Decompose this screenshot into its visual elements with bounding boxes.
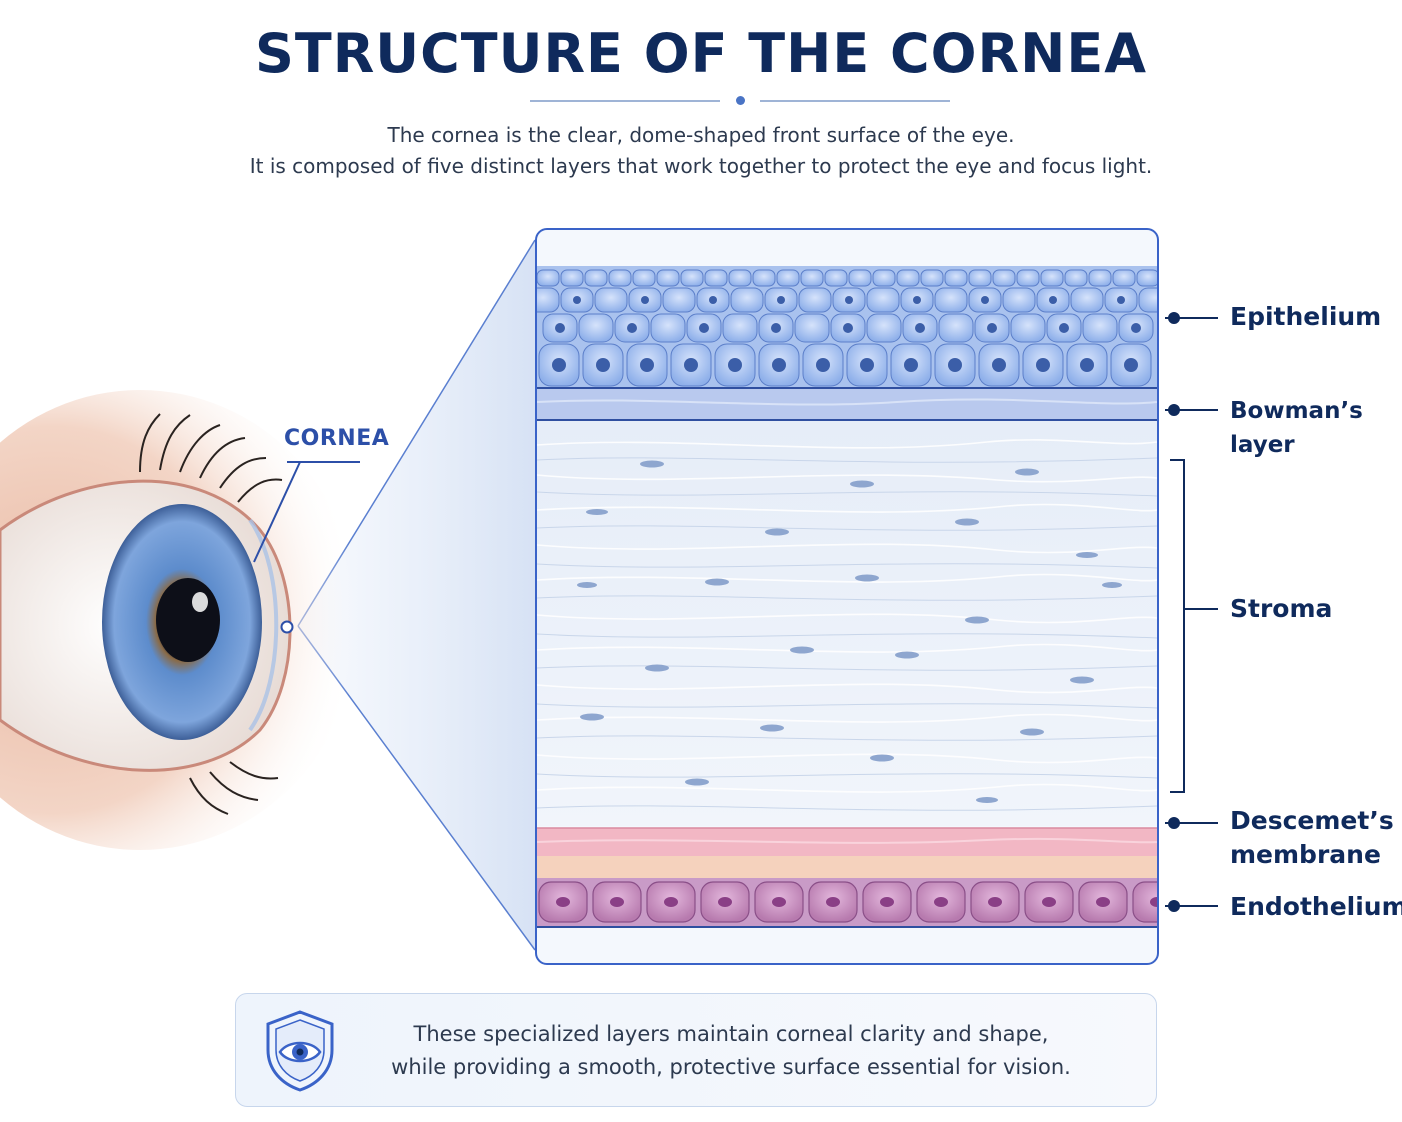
summary-line-2: while providing a smooth, protective sur… [391, 1055, 1071, 1079]
epithelium-cells [537, 269, 1157, 387]
page-title: STRUCTURE OF THE CORNEA [254, 22, 1148, 85]
cornea-layers-panel [535, 228, 1159, 965]
label-descemets-line-2: membrane [1230, 840, 1381, 869]
shield-eye-icon [266, 1010, 334, 1092]
title-divider [530, 92, 950, 110]
summary-note: These specialized layers maintain cornea… [235, 993, 1157, 1107]
summary-line-1: These specialized layers maintain cornea… [413, 1022, 1049, 1046]
label-descemets-membrane: Descemet’s membrane [1230, 804, 1394, 872]
intro-line-2: It is composed of five distinct layers t… [249, 154, 1153, 178]
label-endothelium: Endothelium [1230, 892, 1402, 921]
summary-text: These specialized layers maintain cornea… [366, 1018, 1096, 1084]
label-bowmans-layer: Bowman’s layer [1230, 398, 1363, 458]
keratocytes [577, 460, 1122, 803]
eye-illustration [0, 390, 360, 850]
label-epithelium: Epithelium [1230, 302, 1382, 331]
intro-text: The cornea is the clear, dome-shaped fro… [0, 120, 1402, 182]
label-stroma: Stroma [1230, 594, 1333, 623]
intro-line-1: The cornea is the clear, dome-shaped fro… [387, 123, 1015, 147]
cornea-cross-section [537, 266, 1157, 928]
cornea-label: CORNEA [284, 426, 390, 451]
label-descemets-line-1: Descemet’s [1230, 806, 1394, 835]
stroma-fibers [537, 439, 1157, 793]
